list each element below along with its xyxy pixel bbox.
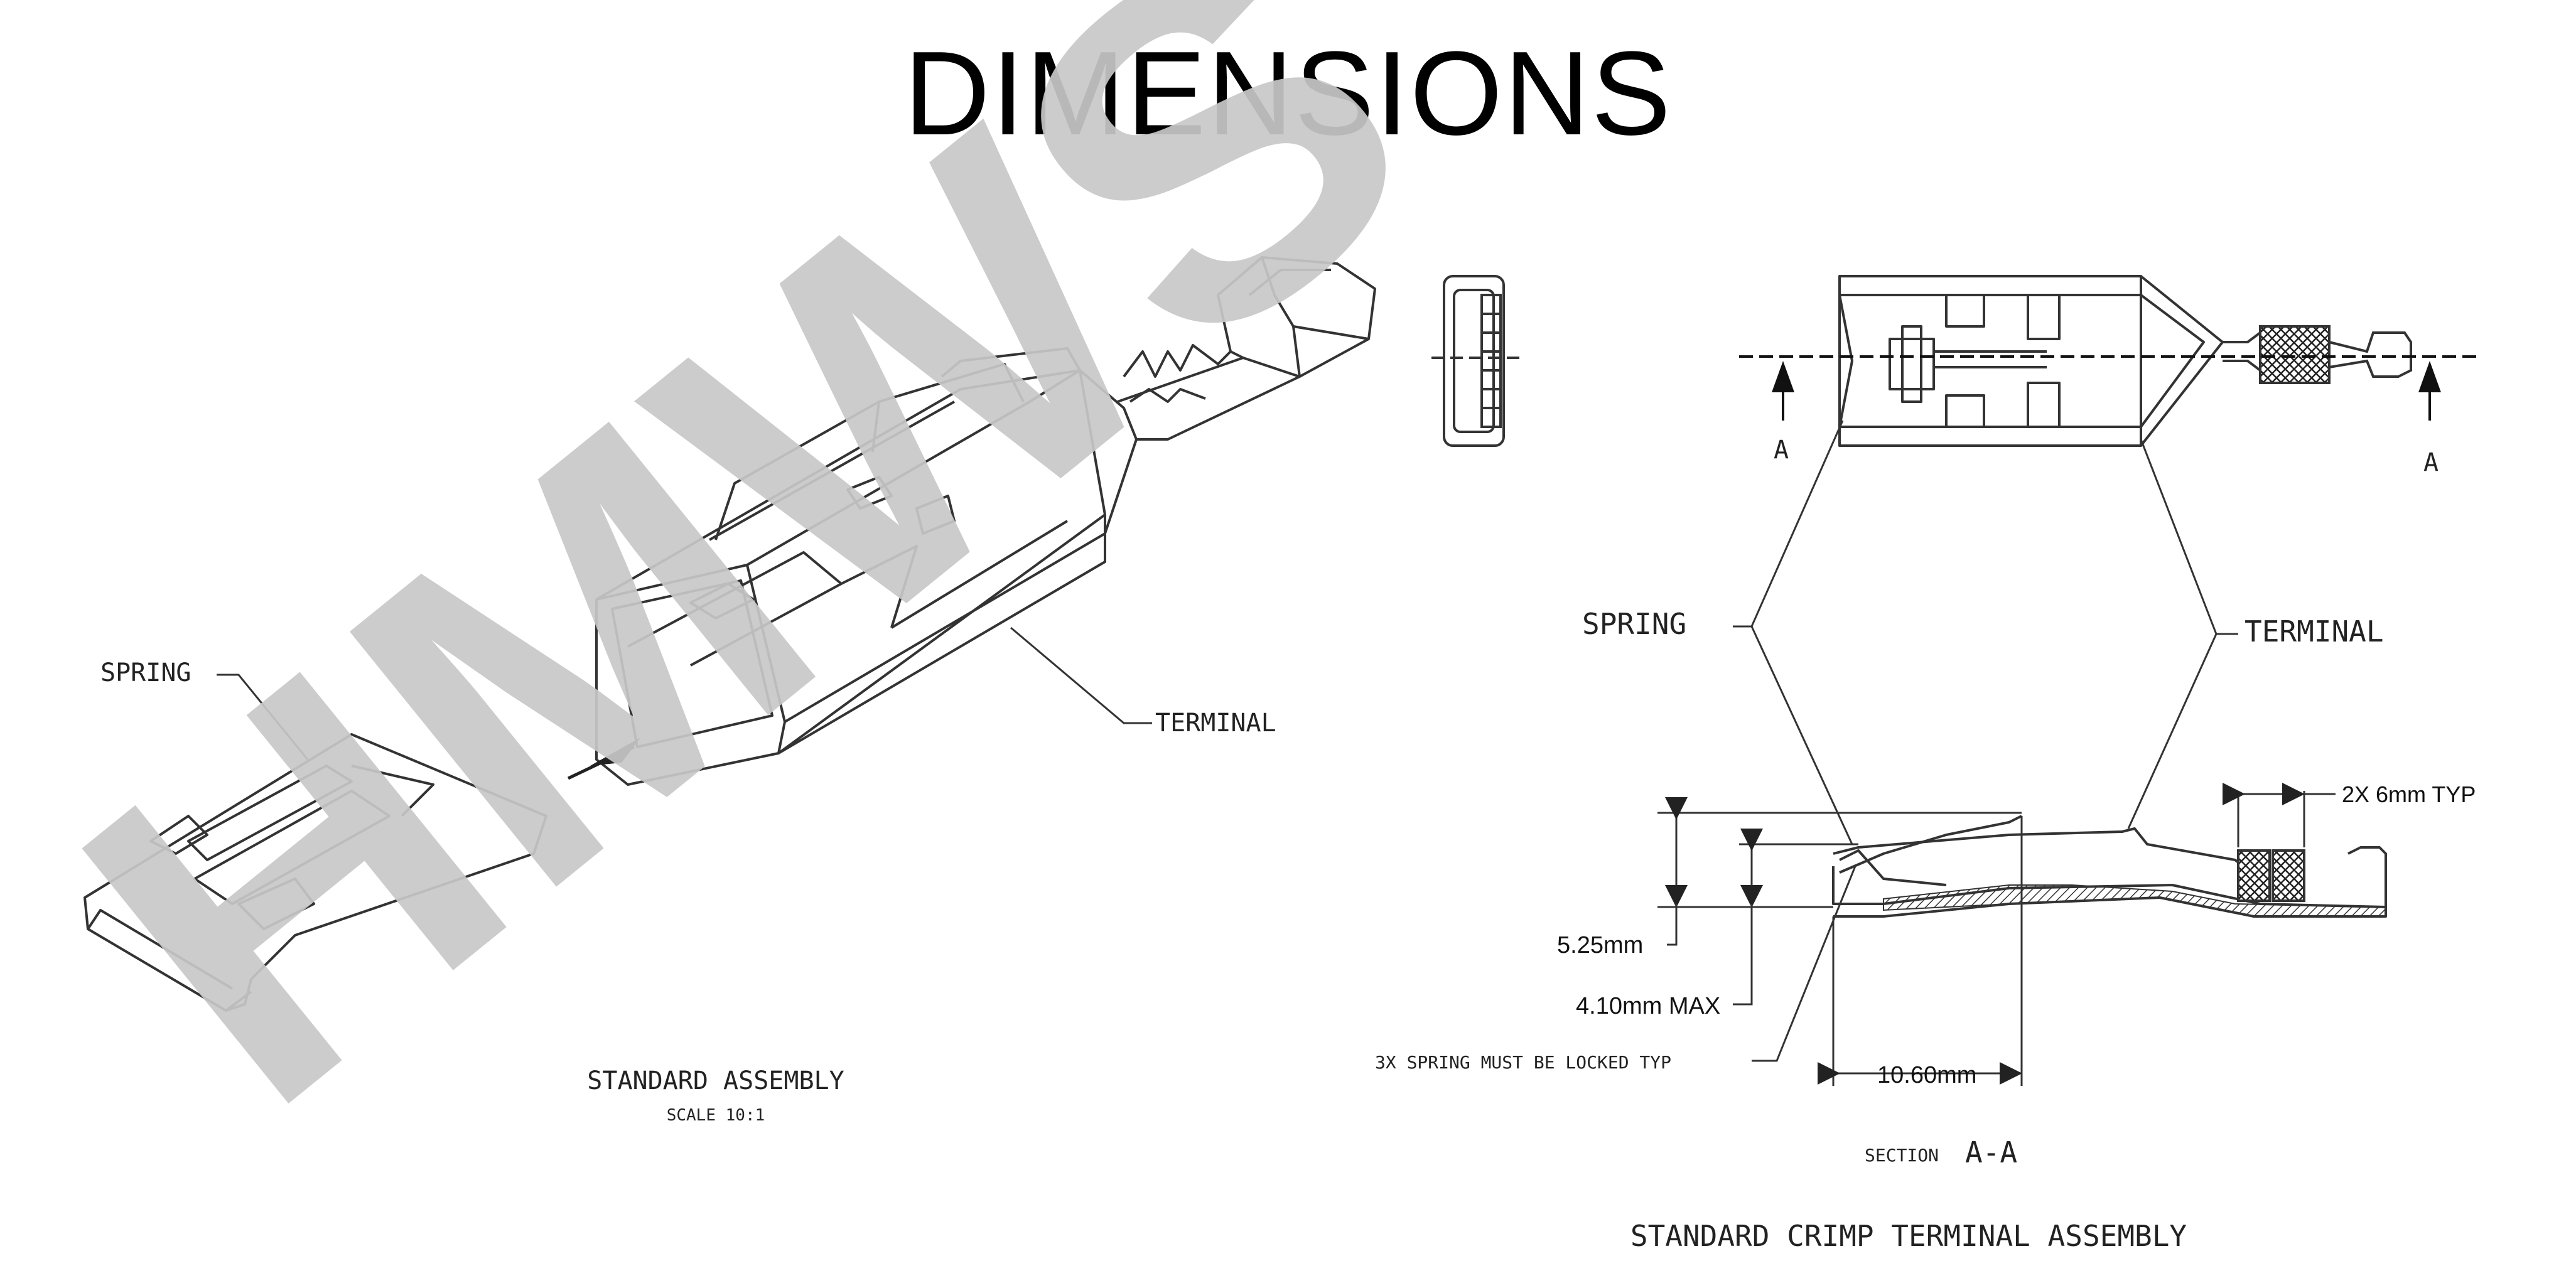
spring-label-right: SPRING: [1582, 607, 1686, 641]
section-hatch: [1883, 884, 2386, 917]
dim-max-label: 4.10mm MAX: [1576, 993, 1720, 1019]
terminal-top-rear: [2329, 331, 2412, 378]
dim-width-label: 10.60mm: [1877, 1062, 1976, 1088]
section-marker-left: A: [1774, 436, 1789, 464]
spring-lock-note: 3X SPRING MUST BE LOCKED TYP: [1375, 1052, 1671, 1073]
crimp-assembly-caption: STANDARD CRIMP TERMINAL ASSEMBLY: [1630, 1219, 2187, 1253]
scale-label: SCALE 10:1: [667, 1106, 765, 1125]
terminal-label-left: TERMINAL: [1155, 709, 1276, 738]
left-spring-callout: SPRING: [100, 658, 309, 760]
standard-assembly-caption: STANDARD ASSEMBLY: [587, 1066, 844, 1095]
left-terminal-callout: TERMINAL: [1010, 626, 1276, 738]
right-callout-leaders: [1733, 420, 2238, 845]
crimp-knurl-section-2: [2272, 849, 2305, 902]
dim-height-label: 5.25mm: [1557, 932, 1643, 958]
section-arrow-left-icon: [1772, 361, 1794, 421]
insertion-arrow-icon: [567, 738, 640, 780]
spring-isometric-view: [84, 733, 547, 1012]
watermark-text: HMWS: [0, 0, 1502, 1203]
section-arrow-right-icon: [2418, 361, 2441, 421]
page-title: DIMENSIONS: [903, 27, 1673, 160]
terminal-isometric-view: [595, 256, 1376, 786]
terminal-top-view: [1838, 275, 2274, 447]
section-label-big: A-A: [1965, 1135, 2017, 1169]
section-marker-right: A: [2423, 448, 2439, 477]
terminal-label-right: TERMINAL: [2245, 615, 2384, 648]
terminal-end-view: [1431, 275, 1519, 447]
dimension-lines: [1657, 783, 2336, 1086]
section-label-small: SECTION: [1865, 1145, 1939, 1166]
crimp-knurl-top: [2259, 325, 2331, 384]
spring-label-left: SPRING: [100, 658, 191, 687]
crimp-knurl-section-1: [2237, 849, 2271, 902]
dim-typ-label: 2X 6mm TYP: [2342, 781, 2476, 807]
